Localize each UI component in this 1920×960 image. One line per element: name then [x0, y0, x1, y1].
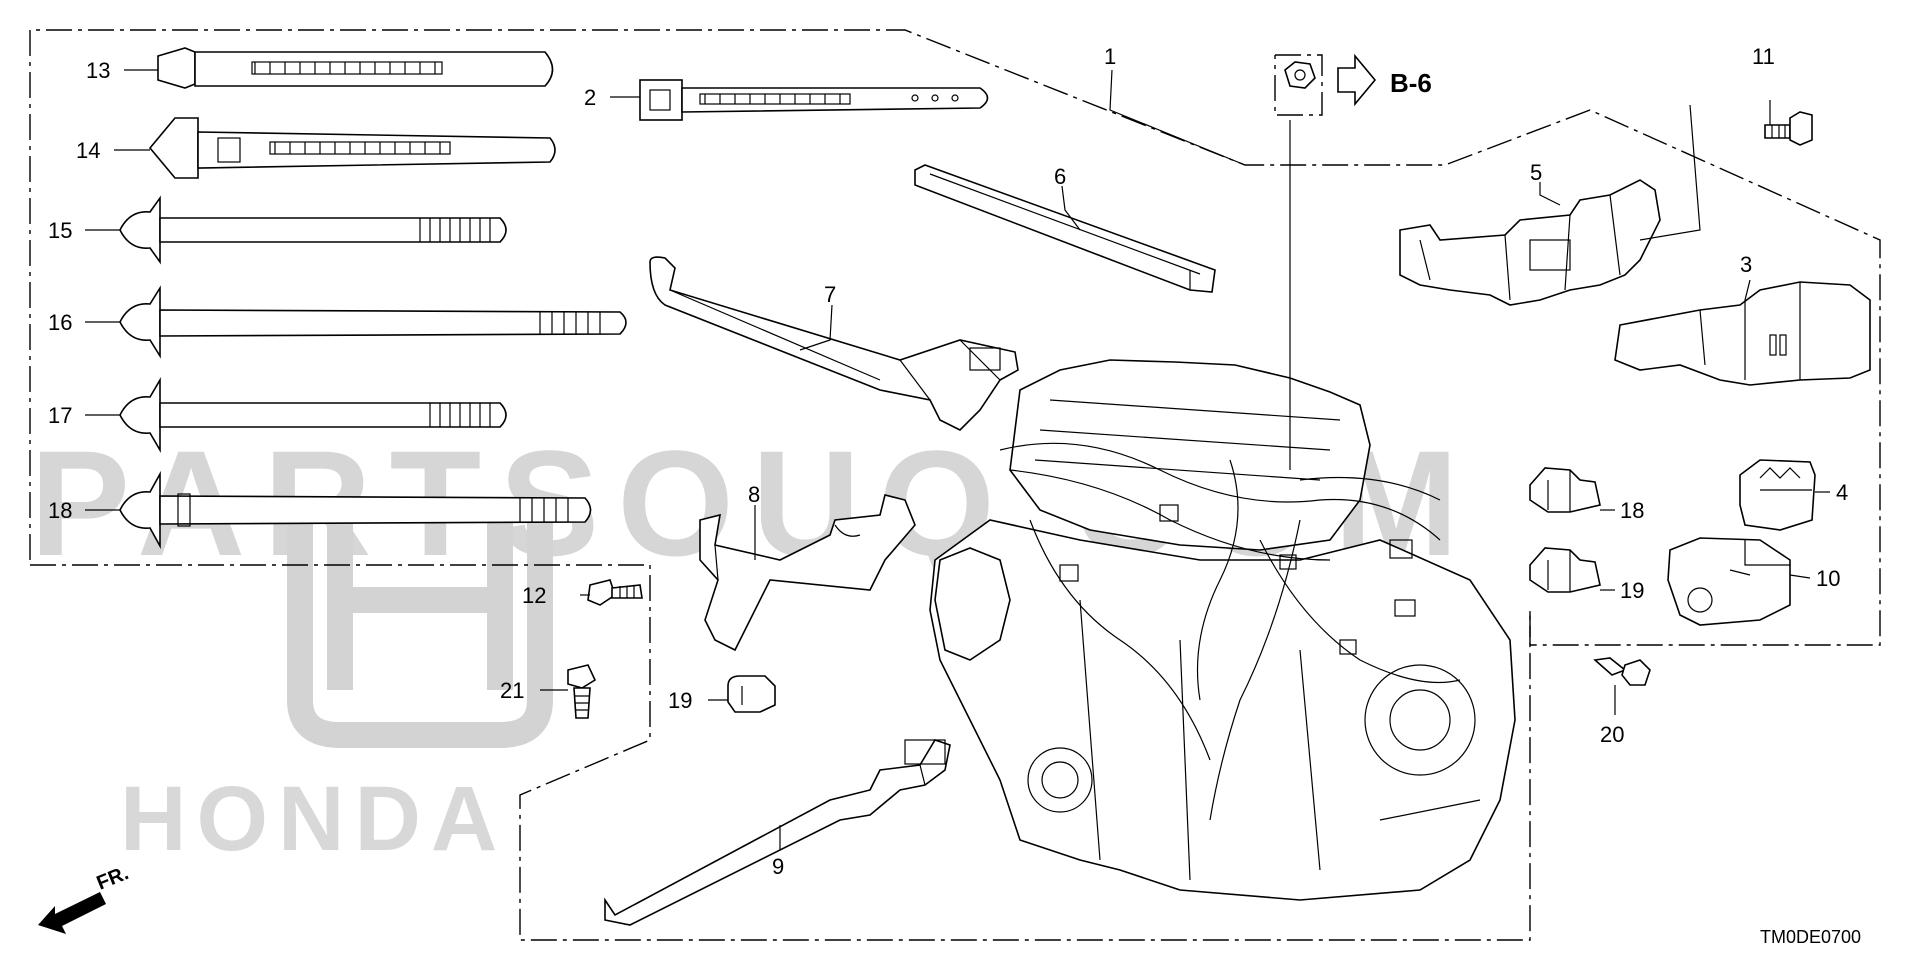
callout-10: 10	[1816, 566, 1840, 591]
ref-arrow-icon	[1337, 53, 1377, 107]
callout-6: 6	[1054, 164, 1066, 189]
callout-11: 11	[1752, 44, 1775, 69]
part-2-tie	[639, 79, 989, 121]
callout-13: 13	[86, 58, 110, 83]
part-14-tie	[148, 117, 556, 179]
part-22-bolt	[567, 664, 597, 719]
part-5-harness-cover	[1399, 179, 1661, 306]
callout-1: 1	[1104, 44, 1116, 69]
callout-20: 19	[668, 688, 692, 713]
part-10-cover	[1667, 537, 1791, 626]
part-19-clip-upper	[1529, 467, 1601, 513]
part-15-tie	[119, 195, 507, 265]
group-borders	[29, 29, 1881, 941]
part-17-tie	[119, 377, 507, 453]
diagram-code: TM0DE0700	[1760, 927, 1861, 947]
part-20-clip	[727, 675, 776, 713]
front-direction-arrow-icon	[38, 892, 106, 934]
part-16-tie	[119, 285, 627, 359]
part-3-harness-cover	[1614, 281, 1871, 386]
part-nut-ref	[1284, 61, 1316, 89]
part-18-tie	[119, 470, 592, 550]
callout-17: 17	[48, 403, 72, 428]
part-6-bracket	[914, 164, 1216, 293]
part-13-tie	[157, 47, 554, 89]
callout-8: 8	[748, 482, 760, 507]
callout-5: 5	[1530, 160, 1542, 185]
part-21-bolt	[1593, 657, 1651, 686]
callout-18: 18	[48, 498, 72, 523]
callout-12: 12	[522, 583, 546, 608]
callout-3: 3	[1740, 252, 1752, 277]
callout-21: 20	[1600, 722, 1624, 747]
watermark-brand-text: HONDA	[120, 768, 507, 870]
ref-label-b6: B-6	[1390, 68, 1432, 98]
leader-lines	[85, 69, 1830, 850]
callout-9: 9	[772, 854, 784, 879]
callout-2: 2	[584, 85, 596, 110]
callout-numbers: 13 14 15 16 17 18 2 1 6 7 8 9 5 3 11 12 …	[48, 44, 1848, 879]
callout-19-upper: 18	[1620, 498, 1644, 523]
callout-14: 14	[76, 138, 100, 163]
callout-16: 16	[48, 310, 72, 335]
honda-logo-mark	[287, 500, 553, 748]
part-11-bolt	[1764, 111, 1813, 146]
part-12-bolt	[587, 579, 643, 606]
part-7-harness-cover	[649, 256, 1019, 431]
part-19-clip-lower	[1529, 547, 1601, 593]
callout-4: 4	[1836, 480, 1848, 505]
part-8-bracket	[699, 494, 916, 652]
callout-19-lower: 19	[1620, 578, 1644, 603]
callout-7: 7	[824, 282, 836, 307]
part-1-engine-harness	[929, 120, 1516, 901]
part-4-cover	[1739, 459, 1816, 531]
callout-22: 21	[500, 678, 524, 703]
part-9-bracket	[604, 739, 951, 926]
callout-15: 15	[48, 218, 72, 243]
